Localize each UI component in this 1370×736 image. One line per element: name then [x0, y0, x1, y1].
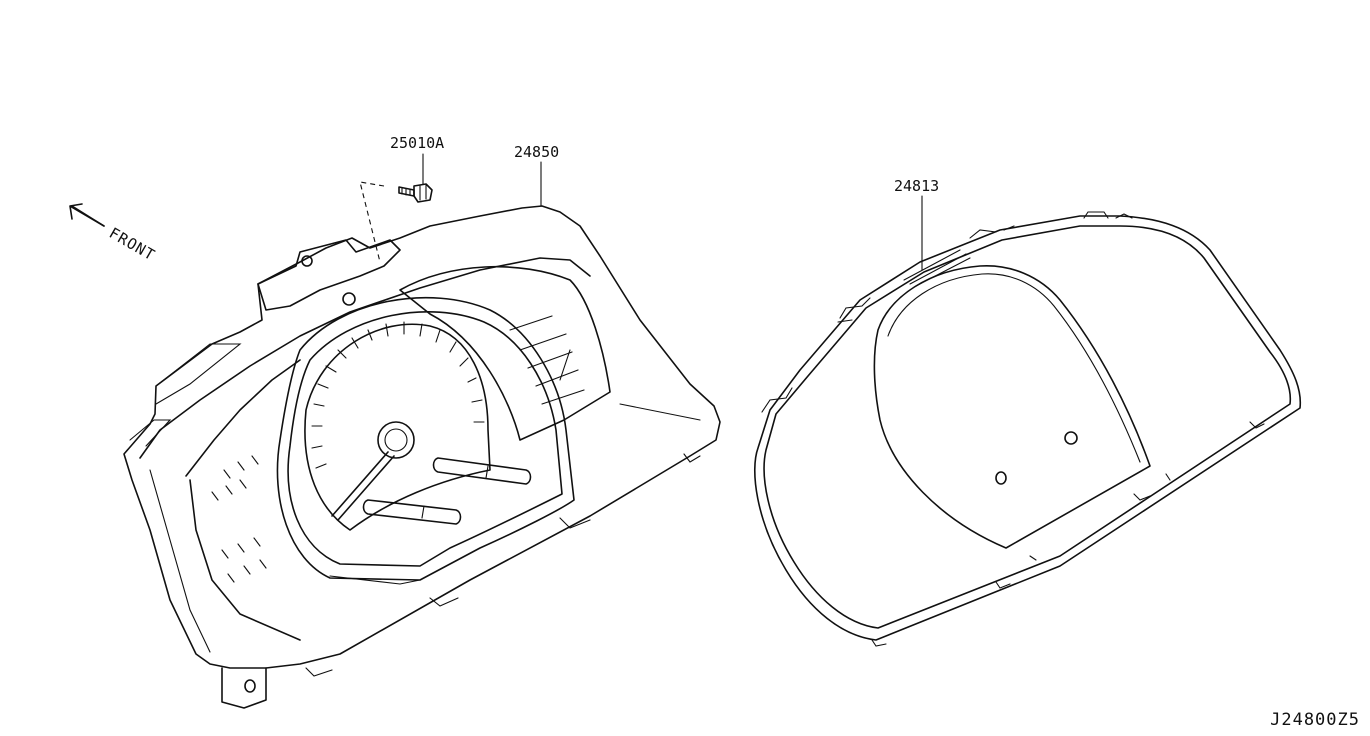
front-label: FRONT [106, 224, 158, 265]
front-arrow: FRONT [69, 203, 158, 265]
callout-25010A: 25010A [390, 134, 444, 152]
combination-meter-drawing [123, 205, 721, 709]
callout-24813: 24813 [894, 177, 939, 195]
callout-24850: 24850 [514, 143, 559, 161]
cluster-lid-drawing [753, 211, 1302, 647]
diagram-code: J24800Z5 [1270, 710, 1360, 730]
screw-icon [398, 183, 433, 203]
